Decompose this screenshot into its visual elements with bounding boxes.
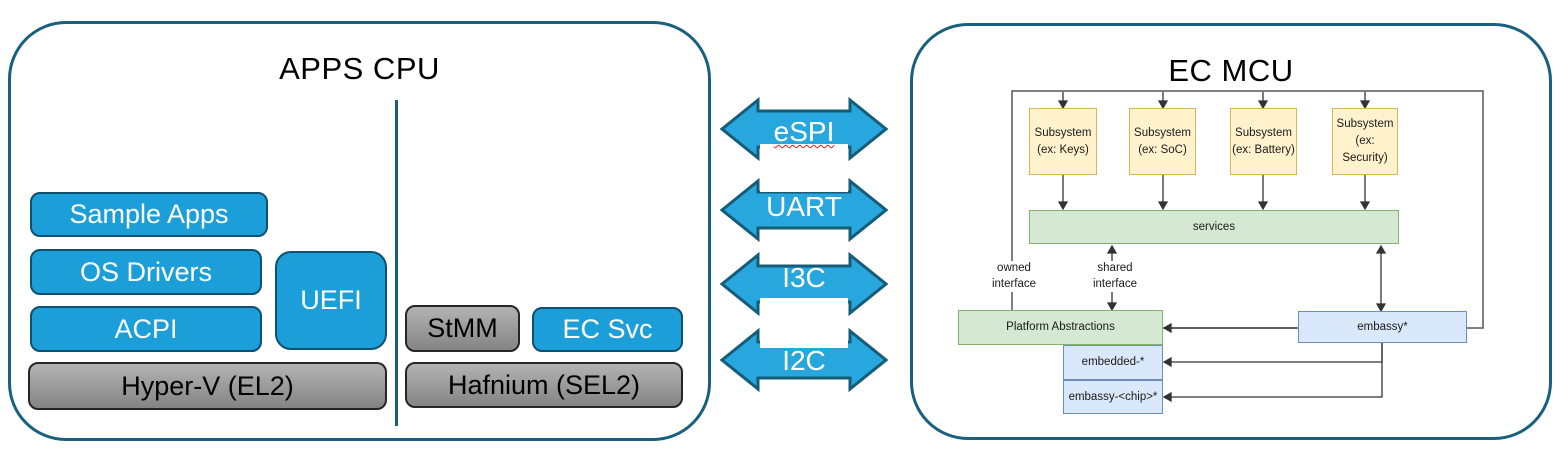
services-embassy-arrow (1375, 244, 1387, 313)
subsystem-example: (ex: Security) (1342, 135, 1388, 164)
acpi-box: ACPI (30, 306, 262, 352)
apps-cpu-title: APPS CPU (279, 51, 440, 86)
bus-arrow-i2c: I2C (720, 328, 888, 392)
shared-interface-label: shared interface (1075, 261, 1155, 293)
services-bar: services (1029, 210, 1399, 244)
embassy-chip-box: embassy-<chip>* (1063, 380, 1163, 414)
ec-mcu-title: EC MCU (1168, 53, 1294, 88)
bus-arrow-uart: UART (720, 178, 888, 242)
platform-abstractions-box: Platform Abstractions (958, 310, 1163, 345)
double-arrow-shape (720, 178, 888, 242)
subsystem-example: (ex: Battery) (1232, 143, 1295, 156)
embedded-box: embedded-* (1063, 345, 1163, 380)
embassy-box: embassy* (1298, 311, 1467, 343)
arrow-white-band (760, 253, 848, 263)
apps-cpu-divider (395, 100, 398, 426)
subsystem-label: Subsystem (1235, 126, 1292, 139)
stmm-box: StMM (405, 305, 520, 352)
bus-arrow-i3c: I3C (720, 252, 888, 316)
subsystem-soc-box: Subsystem (ex: SoC) (1129, 108, 1196, 175)
hyperv-box: Hyper-V (EL2) (28, 362, 387, 410)
bus-arrow-espi-label: eSPI (773, 116, 835, 147)
ec-svc-box: EC Svc (532, 307, 683, 352)
bus-arrow-uart-label: UART (766, 191, 842, 222)
bus-arrow-espi: eSPI (720, 97, 888, 161)
subsystem-example: (ex: Keys) (1037, 143, 1089, 156)
subsystem-security-box: Subsystem (ex: Security) (1332, 108, 1398, 175)
embassy-to-crates-arrows (1162, 343, 1383, 403)
subsystem-example: (ex: SoC) (1138, 143, 1187, 156)
sample-apps-box: Sample Apps (30, 192, 268, 237)
frame-to-subsystem-arrows (1057, 92, 1371, 110)
subsystem-label: Subsystem (1034, 126, 1092, 139)
os-drivers-box: OS Drivers (30, 249, 262, 295)
arrow-white-band (760, 144, 848, 161)
bus-arrow-i3c-label: I3C (782, 262, 826, 293)
subsystem-battery-box: Subsystem (ex: Battery) (1230, 108, 1297, 175)
hafnium-box: Hafnium (SEL2) (405, 362, 683, 408)
arrow-white-band (760, 330, 848, 348)
subsystem-keys-box: Subsystem (ex: Keys) (1029, 108, 1097, 175)
embassy-to-platform-arrow (1162, 322, 1297, 334)
subsystem-to-services-arrows (1057, 175, 1371, 211)
subsystem-label: Subsystem (1134, 126, 1191, 139)
double-arrow-shape (720, 97, 888, 161)
bus-arrow-i2c-label: I2C (782, 345, 826, 376)
subsystem-label: Subsystem (1336, 118, 1394, 131)
arrow-white-band (760, 298, 848, 314)
uefi-box: UEFI (275, 251, 387, 350)
owned-interface-label: owned interface (974, 261, 1054, 293)
arrow-white-band (760, 180, 848, 192)
